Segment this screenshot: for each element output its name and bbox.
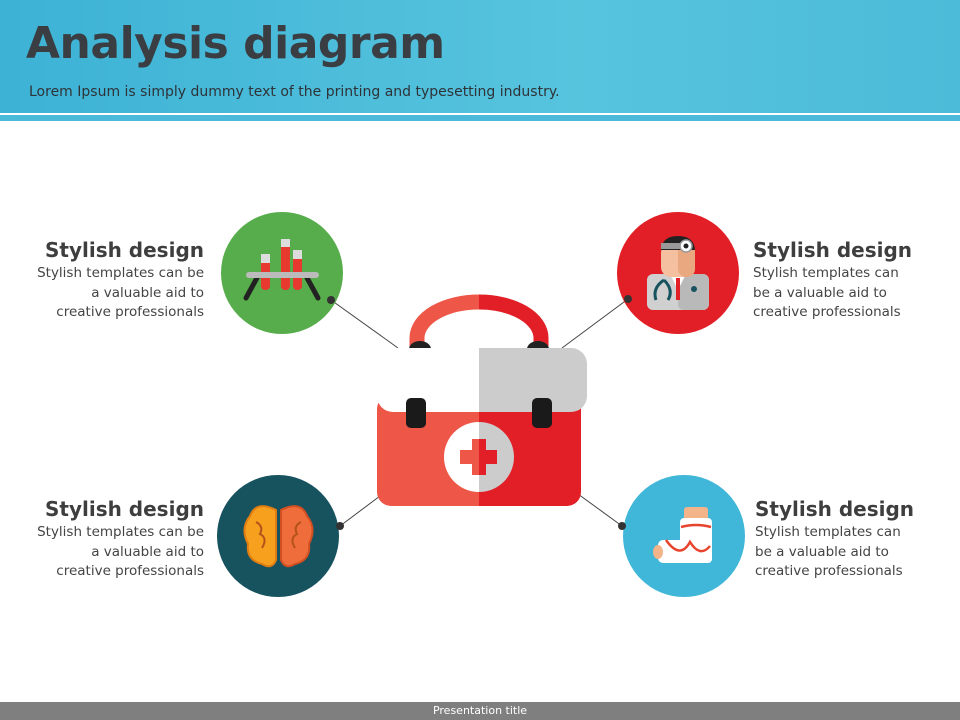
brain-icon [243,505,314,568]
body-line: creative professionals [56,563,204,579]
body-line: creative professionals [56,304,204,320]
block-body: Stylish templates can be a valuable aid … [4,523,204,582]
broken-leg-icon [653,507,712,563]
doctor-icon [647,236,709,310]
body-line: be a valuable aid to [755,543,889,560]
first-aid-kit-icon [377,294,587,506]
header-divider [0,113,960,115]
block-body: Stylish templates can be a valuable aid … [755,523,955,582]
body-line: creative professionals [753,304,901,320]
info-block-top-left: Stylish design Stylish templates can be … [4,236,204,323]
connector-dot [327,296,335,304]
footer-bar: Presentation title [0,702,960,720]
page-subtitle: Lorem Ipsum is simply dummy text of the … [29,84,560,100]
body-line: be a valuable aid to [753,284,887,301]
footer-label: Presentation title [432,704,528,717]
connector-dot [336,522,344,530]
body-line: a valuable aid to [91,543,204,560]
body-line: Stylish templates can be [37,265,204,281]
block-title: Stylish design [753,238,913,262]
header-band [0,0,960,113]
connector-line [561,298,629,349]
info-block-bottom-right: Stylish design Stylish templates can be … [755,495,955,582]
body-line: Stylish templates can be [37,524,204,540]
block-title: Stylish design [755,497,915,521]
header-stripe [0,115,960,121]
info-block-bottom-left: Stylish design Stylish templates can be … [4,495,204,582]
body-line: creative professionals [755,563,903,579]
body-line: a valuable aid to [91,284,204,301]
block-title: Stylish design [44,497,204,521]
connector-dot [624,295,632,303]
connector-line [330,299,399,349]
connector-line [339,495,381,527]
connector-dot [618,522,626,530]
page-title: Analysis diagram [26,18,445,69]
block-body: Stylish templates can be a valuable aid … [4,264,204,323]
connectors [330,298,629,527]
circle-dark-teal [217,475,339,597]
block-body: Stylish templates can be a valuable aid … [753,264,953,323]
body-line: Stylish templates can [753,265,899,281]
test-tubes-icon [243,239,321,301]
info-block-top-right: Stylish design Stylish templates can be … [753,236,953,323]
connector-line [577,493,623,527]
body-line: Stylish templates can [755,524,901,540]
block-title: Stylish design [44,238,204,262]
